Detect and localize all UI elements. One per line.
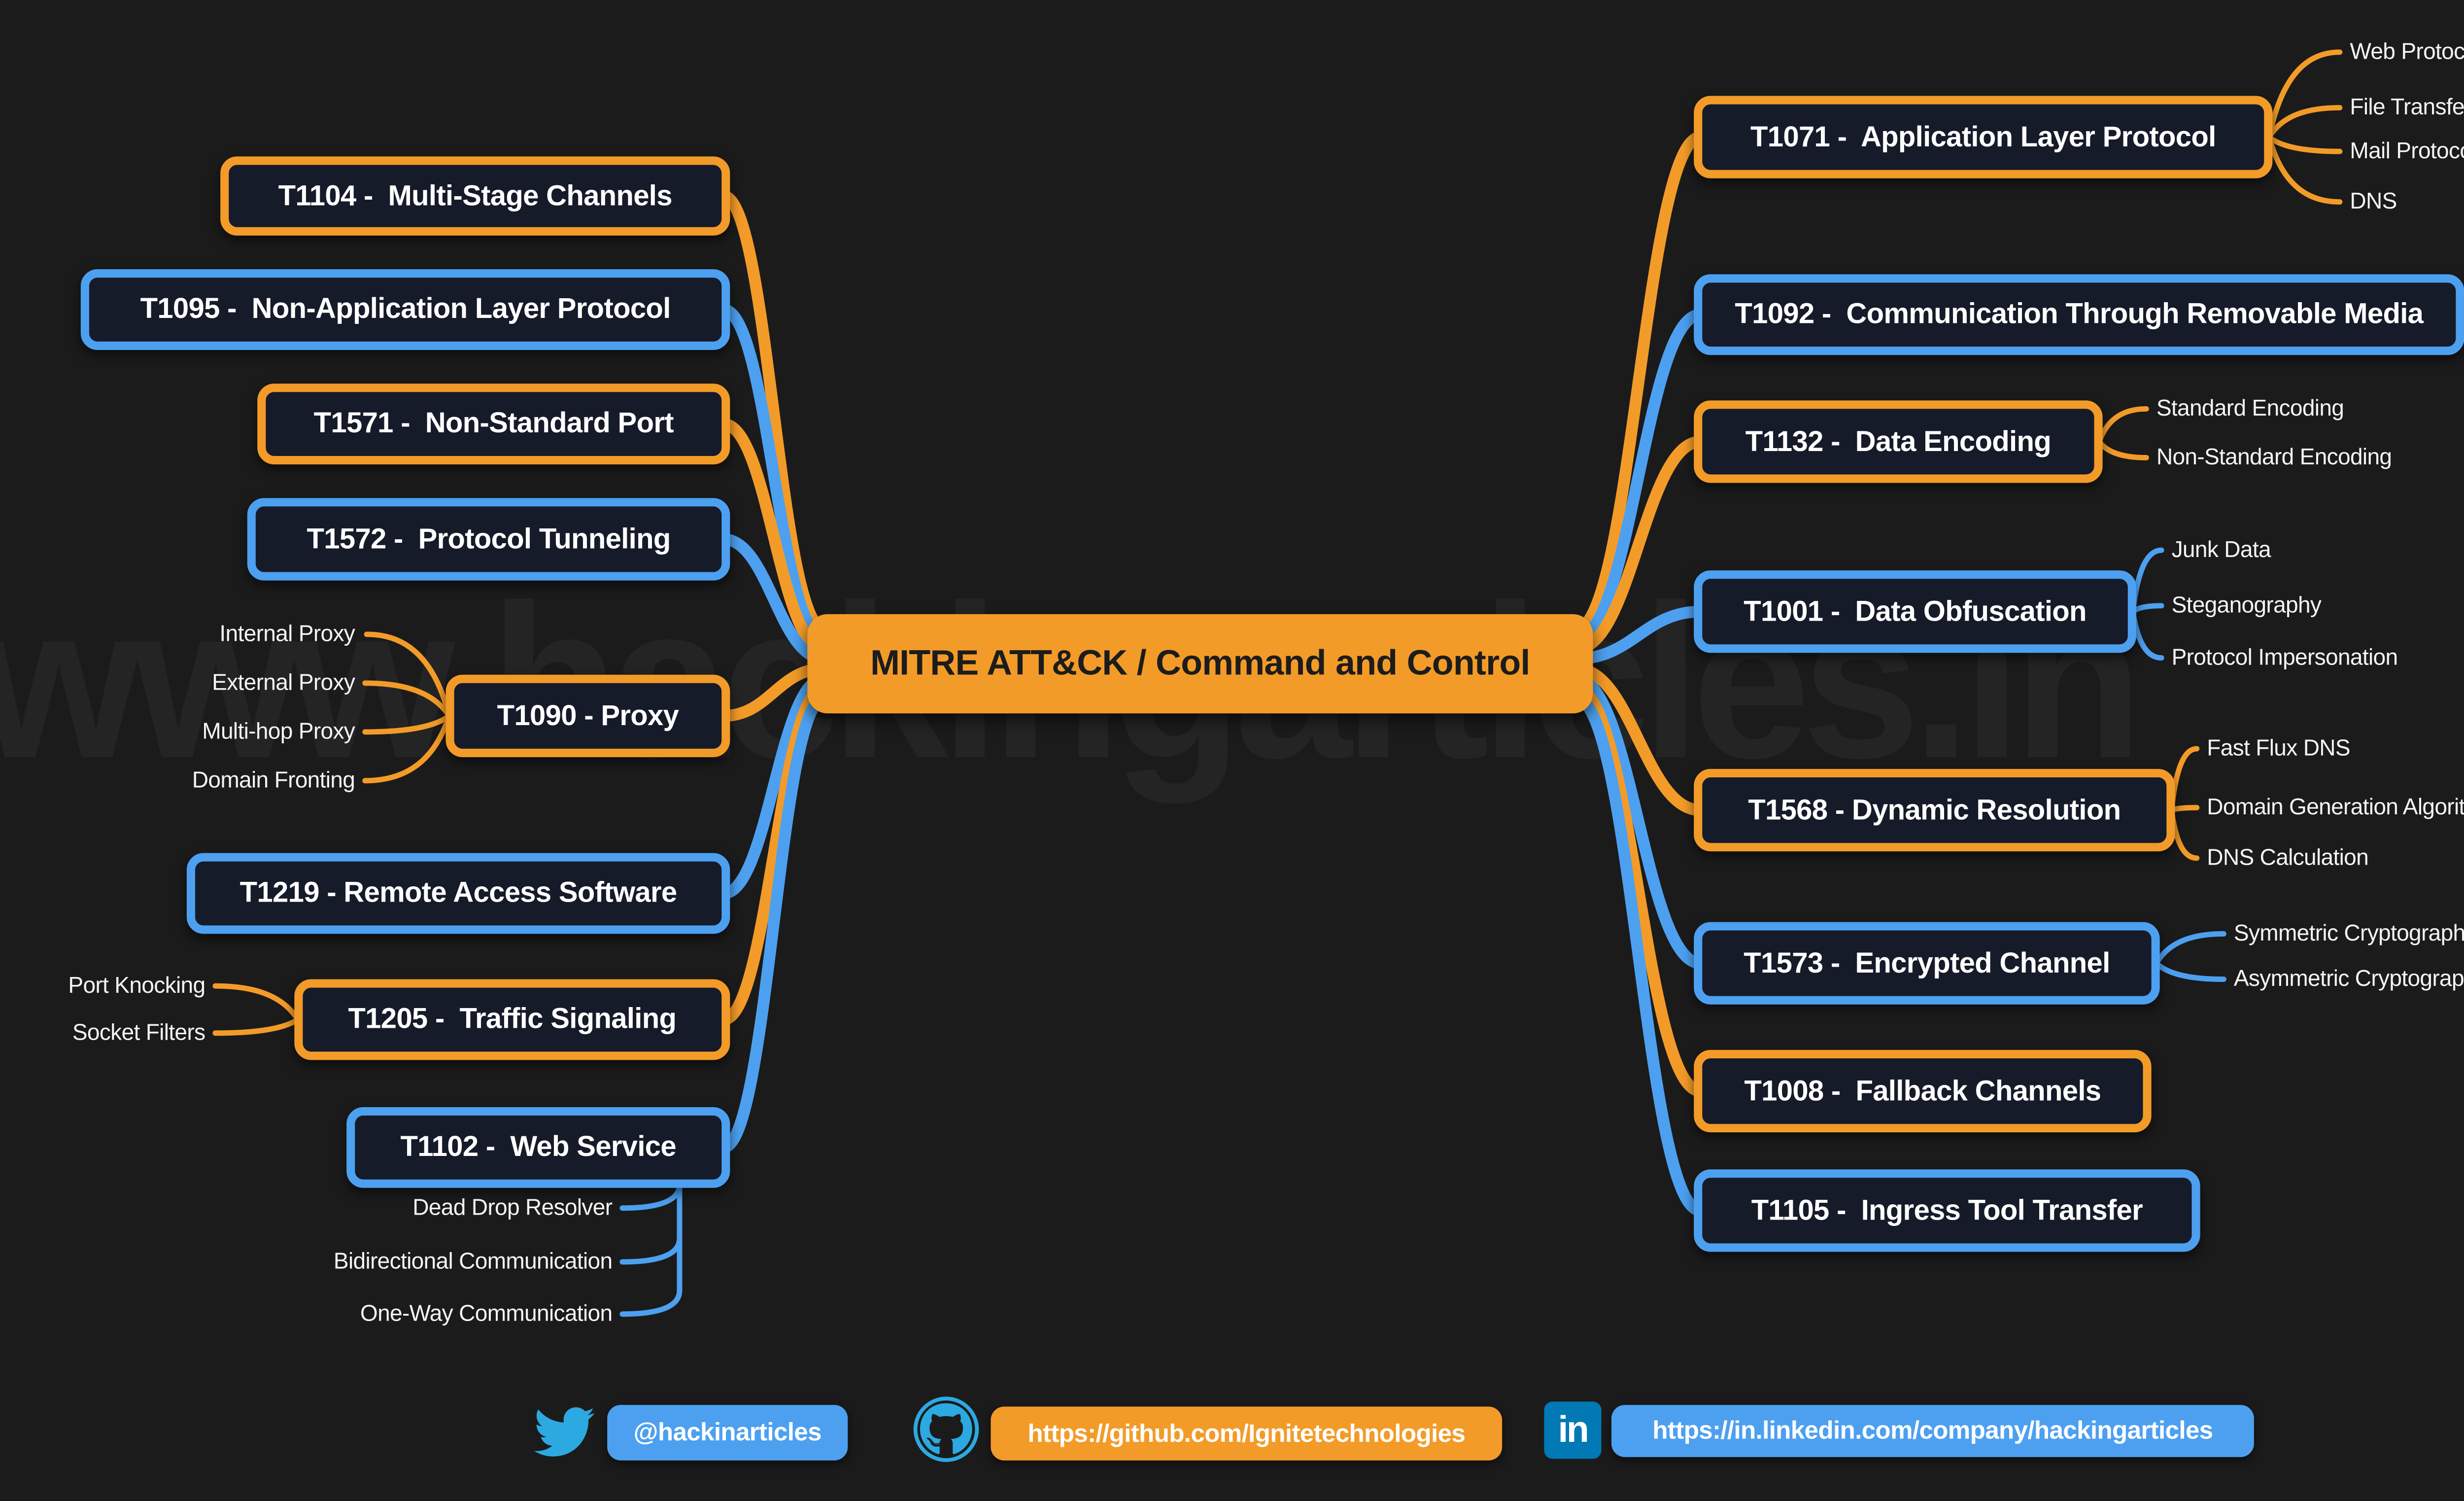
child-symmetric-cryptography: Symmetric Cryptography: [2233, 920, 2464, 946]
node-t1092-communication-through-removable-media: T1092 - Communication Through Removable …: [1694, 274, 2464, 355]
twitter-handle-label: @hackinarticles: [633, 1418, 822, 1447]
child-multi-hop-proxy: Multi-hop Proxy: [202, 718, 355, 744]
node-label: T1105 - Ingress Tool Transfer: [1751, 1193, 2143, 1226]
node-label: T1132 - Data Encoding: [1745, 424, 2052, 457]
github-icon[interactable]: [913, 1396, 979, 1462]
linkedin-icon[interactable]: in: [1544, 1401, 1602, 1459]
node-t1132-data-encoding: T1132 - Data Encoding: [1694, 400, 2103, 483]
child-non-standard-encoding: Non-Standard Encoding: [2156, 444, 2392, 470]
child-asymmetric-cryptography: Asymmetric Cryptography: [2233, 966, 2464, 991]
node-t1008-fallback-channels: T1008 - Fallback Channels: [1694, 1049, 2152, 1133]
child-file-transfer-protocols: File Transfer Protocols: [2350, 94, 2464, 120]
twitter-icon[interactable]: [526, 1401, 602, 1462]
child-bidirectional-communication: Bidirectional Communication: [333, 1248, 613, 1274]
node-label: T1568 - Dynamic Resolution: [1748, 793, 2121, 826]
child-protocol-impersonation: Protocol Impersonation: [2171, 644, 2398, 670]
node-t1219-remote-access-software: T1219 - Remote Access Software: [186, 853, 730, 934]
child-standard-encoding: Standard Encoding: [2156, 395, 2344, 421]
node-t1102-web-service: T1102 - Web Service: [346, 1107, 730, 1188]
child-dns: DNS: [2350, 188, 2397, 214]
node-t1205-traffic-signaling: T1205 - Traffic Signaling: [294, 979, 730, 1060]
node-label: T1071 - Application Layer Protocol: [1750, 120, 2216, 152]
child-internal-proxy: Internal Proxy: [219, 621, 355, 646]
node-label: T1205 - Traffic Signaling: [348, 1003, 677, 1035]
github-url-label: https://github.com/Ignitetechnologies: [1027, 1419, 1466, 1448]
linkedin-url-button[interactable]: https://in.linkedin.com/company/hackinga…: [1611, 1405, 2254, 1457]
node-t1568-dynamic-resolution: T1568 - Dynamic Resolution: [1694, 768, 2175, 852]
node-label: T1572 - Protocol Tunneling: [307, 522, 671, 555]
child-mail-protocols: Mail Protocols: [2350, 138, 2464, 164]
child-steganography: Steganography: [2171, 592, 2322, 618]
node-label: T1008 - Fallback Channels: [1744, 1074, 2101, 1107]
node-label: T1001 - Data Obfuscation: [1744, 594, 2087, 627]
node-t1104-multi-stage-channels: T1104 - Multi-Stage Channels: [220, 156, 730, 236]
node-t1573-encrypted-channel: T1573 - Encrypted Channel: [1694, 922, 2160, 1005]
child-fast-flux-dns: Fast Flux DNS: [2207, 735, 2350, 761]
center-node: MITRE ATT&CK / Command and Control: [807, 614, 1593, 714]
node-t1095-non-application-layer-protocol: T1095 - Non-Application Layer Protocol: [80, 269, 730, 350]
node-t1090-proxy: T1090 - Proxy: [445, 674, 730, 757]
child-one-way-communication: One-Way Communication: [360, 1300, 613, 1326]
node-t1571-non-standard-port: T1571 - Non-Standard Port: [257, 384, 730, 465]
linkedin-icon-text: in: [1558, 1408, 1589, 1451]
node-label: T1573 - Encrypted Channel: [1744, 946, 2110, 978]
child-junk-data: Junk Data: [2171, 536, 2271, 562]
node-label: T1104 - Multi-Stage Channels: [278, 179, 673, 211]
node-label: T1219 - Remote Access Software: [240, 876, 678, 909]
github-url-button[interactable]: https://github.com/Ignitetechnologies: [991, 1406, 1503, 1461]
child-socket-filters: Socket Filters: [72, 1019, 205, 1045]
twitter-handle-button[interactable]: @hackinarticles: [607, 1405, 848, 1461]
node-t1105-ingress-tool-transfer: T1105 - Ingress Tool Transfer: [1694, 1169, 2200, 1252]
child-domain-generation-algorithms: Domain Generation Algorithms: [2207, 794, 2464, 820]
node-label: T1092 - Communication Through Removable …: [1735, 298, 2424, 330]
linkedin-url-label: https://in.linkedin.com/company/hackinga…: [1652, 1416, 2213, 1446]
node-t1572-protocol-tunneling: T1572 - Protocol Tunneling: [247, 498, 730, 581]
child-port-knocking: Port Knocking: [68, 972, 205, 998]
node-label: T1571 - Non-Standard Port: [313, 407, 674, 439]
center-node-label: MITRE ATT&CK / Command and Control: [870, 643, 1530, 683]
child-dns-calculation: DNS Calculation: [2207, 844, 2369, 870]
node-t1071-application-layer-protocol: T1071 - Application Layer Protocol: [1694, 96, 2273, 178]
node-label: T1102 - Web Service: [400, 1130, 677, 1163]
node-label: T1095 - Non-Application Layer Protocol: [140, 292, 671, 325]
child-web-protocols: Web Protocols: [2350, 38, 2464, 64]
node-t1001-data-obfuscation: T1001 - Data Obfuscation: [1694, 570, 2136, 653]
child-domain-fronting: Domain Fronting: [192, 767, 355, 793]
child-external-proxy: External Proxy: [212, 669, 355, 695]
child-dead-drop-resolver: Dead Drop Resolver: [412, 1194, 613, 1220]
node-label: T1090 - Proxy: [497, 699, 679, 732]
